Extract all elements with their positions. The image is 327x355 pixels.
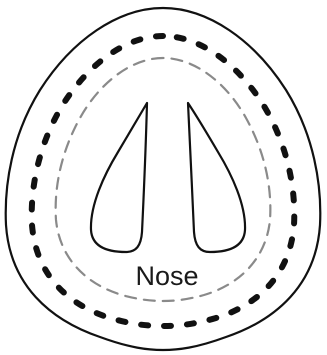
nose-label: Nose xyxy=(135,261,198,291)
left-nostril xyxy=(91,103,147,252)
outer-boundary xyxy=(6,8,321,350)
right-nostril xyxy=(188,103,245,252)
